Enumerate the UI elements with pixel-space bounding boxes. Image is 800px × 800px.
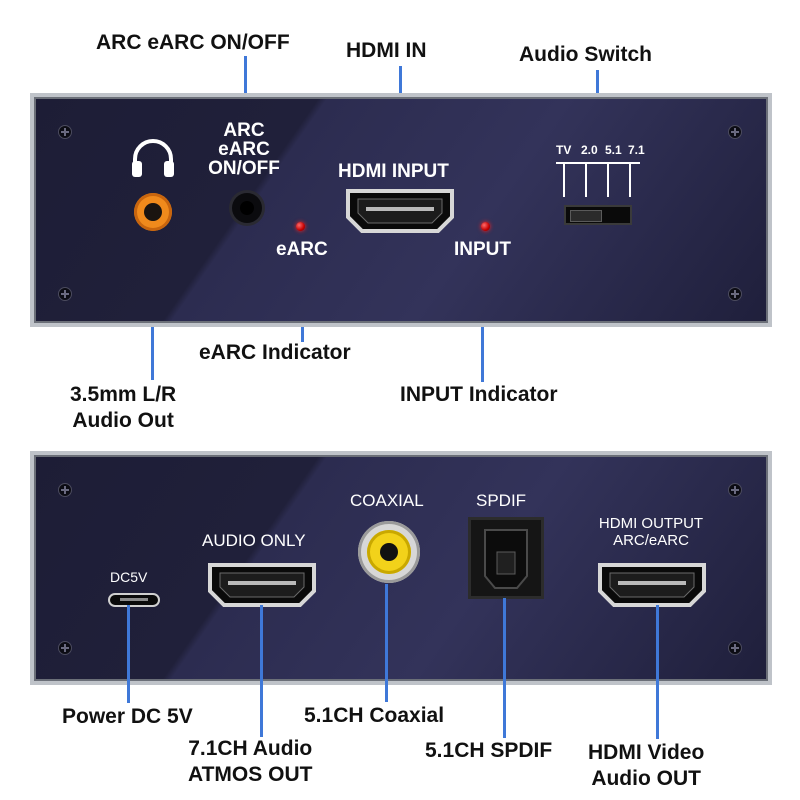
screw-icon [58, 287, 72, 301]
switch-label-tv: TV [556, 143, 572, 157]
screw-icon [728, 287, 742, 301]
audio-out-jack[interactable] [134, 193, 172, 231]
switch-label-5-1: 5.1 [605, 143, 622, 157]
earc-led [296, 222, 305, 231]
audio-switch-slider[interactable] [564, 205, 632, 225]
leader-coaxial [385, 584, 388, 702]
screw-icon [728, 483, 742, 497]
leader-hdmi-output [656, 605, 659, 739]
switch-label-2-0: 2.0 [581, 143, 598, 157]
screw-icon [728, 125, 742, 139]
hdmi-input-port[interactable] [342, 187, 458, 235]
hdmi-input-label: HDMI INPUT [338, 161, 449, 182]
input-label: INPUT [454, 239, 511, 260]
leader-atmos [260, 605, 263, 737]
leader-power [127, 605, 130, 703]
arc-label: ARC eARC ON/OFF [208, 120, 280, 179]
callout-3-5mm-audio-out: 3.5mm L/R Audio Out [70, 383, 177, 432]
callout-hdmi-in: HDMI IN [346, 39, 427, 62]
callout-7-1ch-atmos: 7.1CH Audio ATMOS OUT [188, 737, 313, 786]
callout-5-1ch-spdif: 5.1CH SPDIF [425, 739, 553, 762]
earc-label: eARC [276, 239, 328, 260]
hdmi-output-port[interactable] [594, 561, 710, 609]
hdmi-audio-only-port[interactable] [204, 561, 320, 609]
top-panel: ARC eARC ON/OFF eARC HDMI INPUT INPUT TV… [30, 93, 772, 327]
callout-arc-earc-onoff: ARC eARC ON/OFF [96, 31, 290, 54]
screw-icon [728, 641, 742, 655]
callout-input-indicator: INPUT Indicator [400, 383, 558, 406]
callout-power-dc-5v: Power DC 5V [62, 705, 193, 728]
callout-audio-switch: Audio Switch [519, 43, 652, 66]
switch-label-7-1: 7.1 [628, 143, 645, 157]
audio-only-label: AUDIO ONLY [202, 531, 306, 550]
spdif-label: SPDIF [476, 491, 527, 510]
headphones-icon [132, 139, 174, 177]
coaxial-label: COAXIAL [350, 491, 424, 510]
input-led [481, 222, 490, 231]
arc-onoff-button[interactable] [232, 193, 262, 223]
leader-spdif [503, 598, 506, 738]
callout-earc-indicator: eARC Indicator [199, 341, 351, 364]
switch-position-markers [556, 162, 640, 197]
dc5v-label: DC5V [110, 569, 148, 585]
hdmi-output-label: HDMI OUTPUT ARC/eARC [598, 515, 704, 549]
usb-c-power-port[interactable] [108, 593, 160, 607]
spdif-optical-port[interactable] [468, 517, 544, 599]
bottom-panel: DC5V AUDIO ONLY COAXIAL SPDIF HDMI OUTPU… [30, 451, 772, 685]
screw-icon [58, 125, 72, 139]
screw-icon [58, 641, 72, 655]
screw-icon [58, 483, 72, 497]
callout-5-1ch-coaxial: 5.1CH Coaxial [304, 704, 445, 727]
callout-hdmi-video-audio-out: HDMI Video Audio OUT [588, 741, 705, 790]
coaxial-port[interactable] [358, 521, 420, 583]
